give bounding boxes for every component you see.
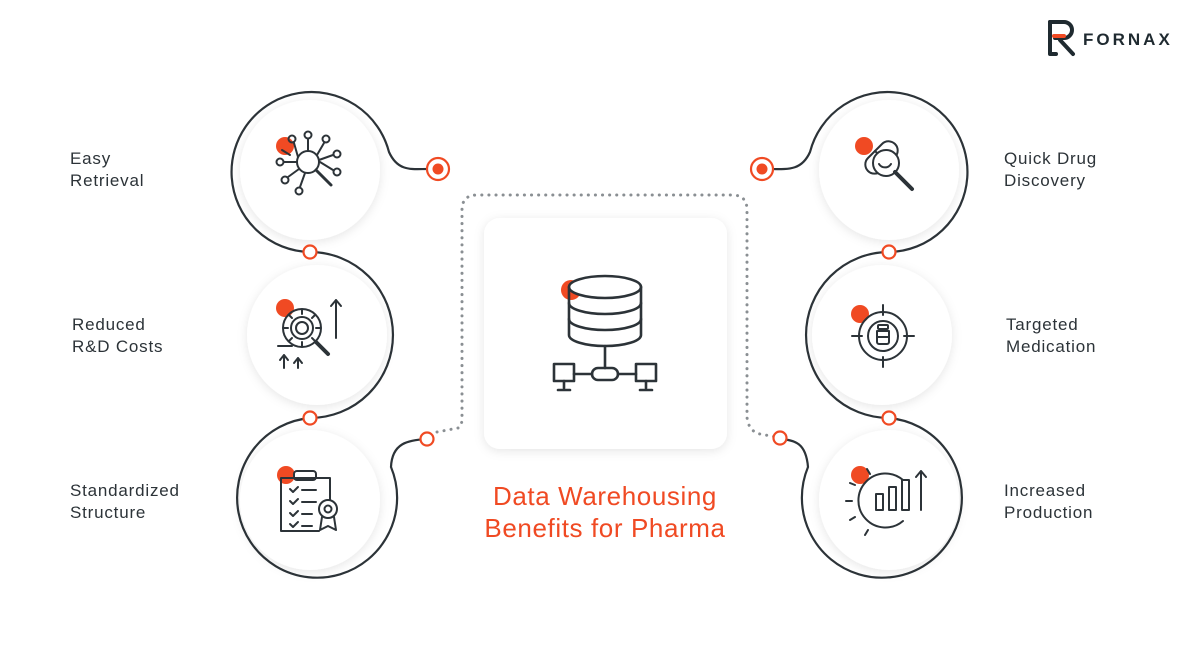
benefit-label-line2: Medication — [1006, 337, 1097, 356]
fornax-logo-icon — [1048, 20, 1075, 56]
benefit-label-line1: Standardized — [70, 481, 180, 500]
target-medicine-icon — [851, 304, 915, 368]
benefit-label-quick-drug-discovery: Quick Drug Discovery — [1004, 148, 1097, 192]
benefit-label-line1: Quick Drug — [1004, 149, 1098, 168]
benefit-label-line2: Structure — [70, 503, 147, 522]
benefit-label-line2: Retrieval — [70, 171, 145, 190]
junction-dots — [302, 244, 897, 447]
diagram-title-line2: Benefits for Pharma — [484, 513, 726, 543]
benefit-label-line1: Increased — [1004, 481, 1086, 500]
clipboard-checklist-icon — [277, 466, 338, 532]
brand-logo: FORNAX — [1046, 22, 1173, 58]
right-ring-chain — [762, 90, 969, 579]
brand-logo-text: FORNAX — [1083, 30, 1173, 49]
circle-left-3 — [240, 430, 380, 570]
network-search-icon — [275, 130, 342, 196]
diagram-title-line1: Data Warehousing — [493, 481, 717, 511]
benefit-label-line1: Easy — [70, 149, 111, 168]
benefit-label-targeted-medication: Targeted Medication — [1006, 314, 1096, 358]
circle-left-2 — [247, 265, 387, 405]
left-ring-chain — [230, 90, 429, 579]
target-dot-right — [749, 156, 775, 182]
benefit-label-line2: Production — [1004, 503, 1094, 522]
pill-magnifier-icon — [855, 137, 914, 191]
target-dot-left — [425, 156, 451, 182]
benefit-label-easy-retrieval: Easy Retrieval — [70, 148, 144, 192]
benefit-label-line1: Targeted — [1006, 315, 1079, 334]
benefit-label-line1: Reduced — [72, 315, 146, 334]
benefit-label-reduced-rd-costs: Reduced R&D Costs — [72, 314, 163, 358]
benefit-label-line2: Discovery — [1004, 171, 1086, 190]
circle-left-1 — [240, 100, 380, 240]
circle-right-2 — [812, 265, 952, 405]
benefit-label-increased-production: Increased Production — [1004, 480, 1093, 524]
benefit-label-standardized-structure: Standardized Structure — [70, 480, 180, 524]
benefit-label-line2: R&D Costs — [72, 337, 164, 356]
gear-bar-chart-icon — [845, 466, 927, 536]
database-network-icon — [552, 274, 658, 392]
gear-search-growth-icon — [276, 299, 342, 369]
center-card — [484, 218, 727, 449]
diagram-title: Data Warehousing Benefits for Pharma — [445, 480, 765, 544]
